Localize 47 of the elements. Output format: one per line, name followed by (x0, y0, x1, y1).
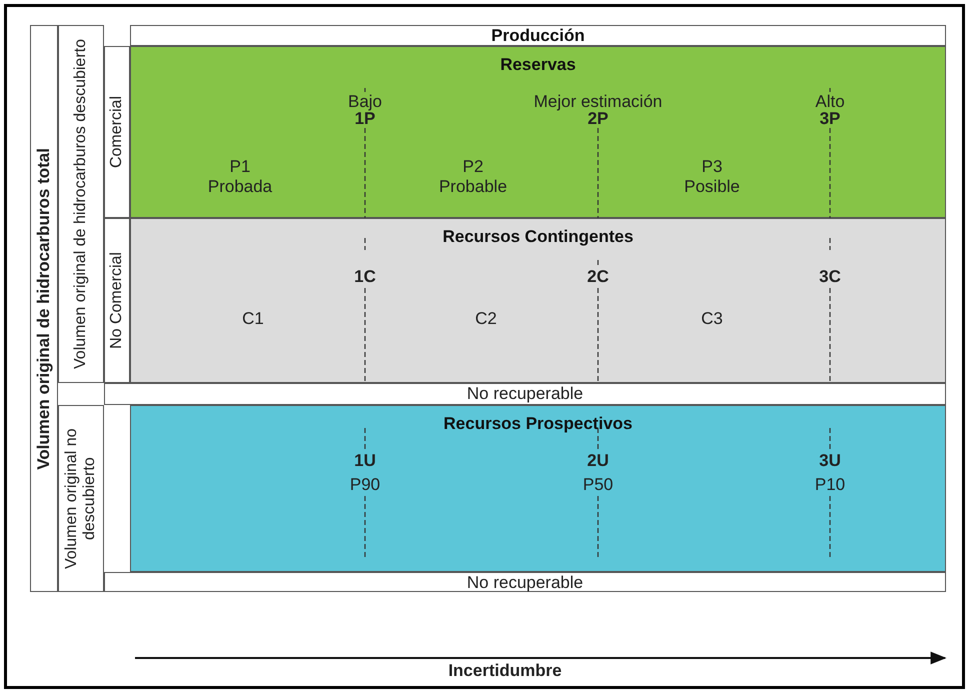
probability-label: P10 (814, 476, 846, 494)
scenario-code: 1C (354, 268, 376, 286)
band-title: No recuperable (466, 573, 584, 593)
contingent-band (130, 218, 946, 383)
vertical-heading: Comercial (108, 96, 126, 168)
probability-label: P90 (350, 476, 380, 494)
scenario-code: 1U (354, 452, 376, 470)
vertical-heading: Volumen original de hidrocarburos descubierto (72, 39, 90, 369)
band-title: No recuperable (466, 384, 584, 404)
scenario-code: 3C (819, 268, 841, 286)
category-label: Probable (438, 178, 508, 196)
category-code: C2 (475, 310, 497, 328)
category-column (30, 25, 58, 592)
category-column (58, 405, 104, 592)
level-label: Alto (815, 93, 845, 111)
unrecoverable-band (104, 572, 946, 592)
level-label: Mejor estimación (534, 93, 662, 111)
category-code: P1 (230, 158, 250, 176)
category-column (104, 46, 130, 218)
scenario-code: 2U (587, 452, 609, 470)
axis-label: Incertidumbre (448, 662, 562, 680)
scenario-code: 2P (588, 110, 608, 128)
band-title: Producción (491, 26, 585, 46)
band-title: Recursos Prospectivos (444, 414, 632, 434)
vertical-heading: No Comercial (108, 252, 126, 349)
category-label: Posible (684, 178, 740, 196)
scenario-code: 2C (587, 268, 609, 286)
prospective-band (130, 405, 946, 572)
category-column (58, 25, 104, 383)
band-title: Recursos Contingentes (442, 227, 634, 247)
production-band (130, 25, 946, 46)
scenario-code: 3P (820, 110, 840, 128)
scenario-code: 3U (819, 452, 841, 470)
category-label: Probada (208, 178, 272, 196)
category-column (104, 218, 130, 383)
category-code: P3 (702, 158, 722, 176)
probability-label: P50 (582, 476, 614, 494)
category-code: P2 (462, 158, 484, 176)
category-code: C3 (701, 310, 723, 328)
level-label: Bajo (348, 93, 382, 111)
unrecoverable-band (104, 383, 946, 405)
reserves-band (130, 46, 946, 218)
category-code: C1 (242, 310, 264, 328)
vertical-heading: Volumen original de hidrocarburos total (35, 148, 53, 470)
vertical-heading: Volumen original no descubierto (63, 427, 99, 571)
band-title: Reservas (500, 55, 576, 75)
scenario-code: 1P (354, 110, 376, 128)
